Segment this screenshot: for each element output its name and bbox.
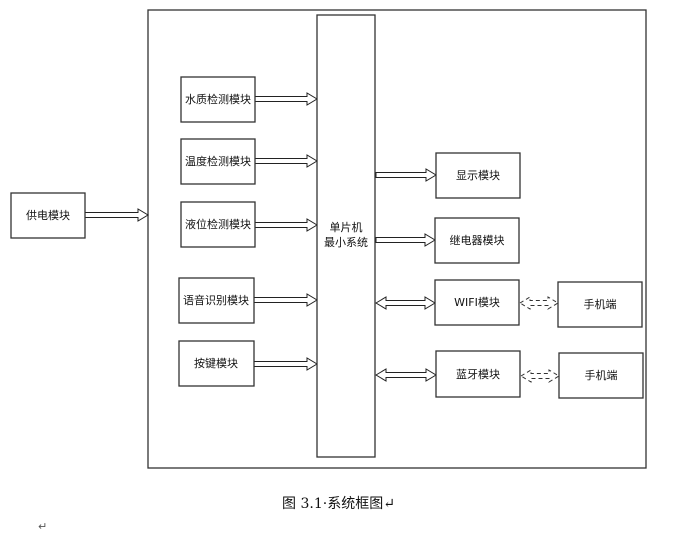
voice-recognition-label: 语音识别模块 — [183, 293, 249, 307]
input-arrow-3 — [253, 293, 318, 307]
display-box — [435, 152, 521, 199]
wifi-label: WIFI模块 — [454, 296, 500, 309]
phone-label-2: 手机端 — [585, 368, 618, 382]
relay-box — [434, 217, 520, 264]
water-quality-label: 水质检测模块 — [185, 92, 251, 106]
display-label: 显示模块 — [456, 169, 500, 182]
input-arrow-0 — [254, 92, 318, 106]
wifi-box — [434, 279, 520, 326]
keypad-box — [178, 340, 255, 387]
voice-recognition-box — [178, 277, 255, 324]
liquid-level-box — [180, 201, 256, 248]
paragraph-mark: ↵ — [38, 520, 48, 533]
mcu-box — [316, 14, 376, 458]
bluetooth-phone-arrow — [520, 369, 560, 383]
figure-caption: 图 3.1·系统框图↵ — [282, 496, 395, 512]
water-quality-box — [180, 76, 256, 123]
bluetooth-box — [435, 350, 521, 398]
phone-label-1: 手机端 — [584, 297, 617, 311]
input-arrow-1 — [254, 154, 318, 168]
display-arrow — [375, 168, 437, 182]
keypad-label: 按键模块 — [194, 356, 238, 370]
temperature-box — [180, 138, 256, 185]
phone-box-1 — [557, 281, 643, 328]
relay-label: 继电器模块 — [450, 234, 505, 247]
system-frame — [147, 9, 647, 469]
temperature-label: 温度检测模块 — [185, 154, 251, 168]
input-arrow-2 — [254, 218, 318, 232]
wifi-phone-arrow — [519, 296, 559, 310]
relay-arrow — [375, 233, 436, 247]
input-arrow-4 — [253, 357, 318, 371]
wifi-arrow — [375, 296, 436, 310]
mcu-label-2: 最小系统 — [324, 236, 368, 249]
power-module-label: 供电模块 — [26, 208, 70, 222]
bluetooth-arrow — [375, 368, 437, 382]
phone-box-2 — [558, 352, 644, 399]
liquid-level-label: 液位检测模块 — [185, 217, 251, 231]
mcu-label-1: 单片机 — [330, 220, 363, 234]
power-arrow — [84, 208, 149, 222]
power-module-box — [10, 192, 86, 239]
bluetooth-label: 蓝牙模块 — [456, 368, 500, 381]
